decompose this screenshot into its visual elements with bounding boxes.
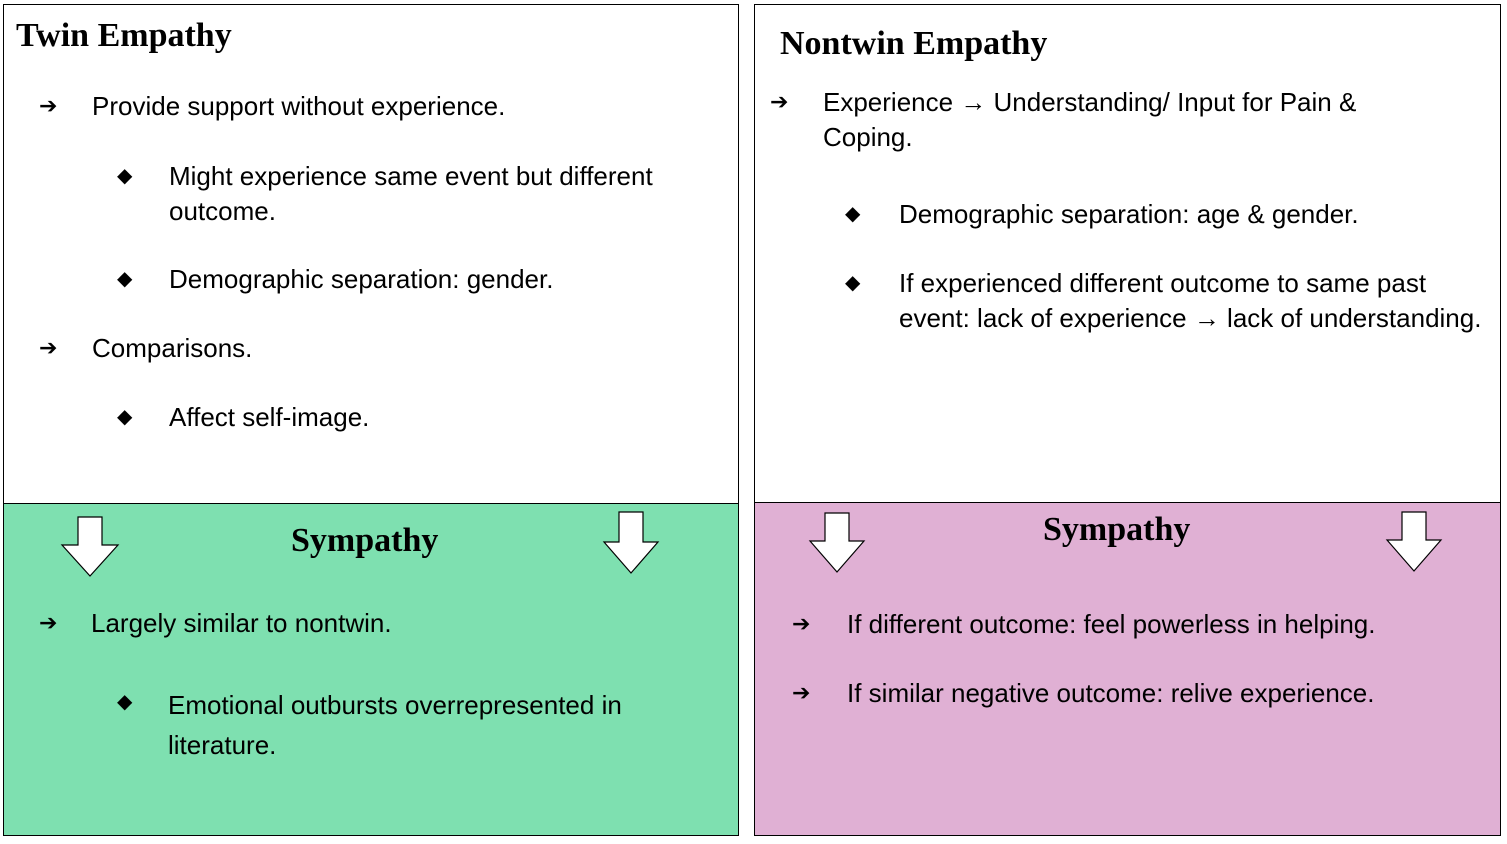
twin-sympathy-title: Sympathy [291,522,439,559]
twin-empathy-item-comparisons: Comparisons. [92,333,253,363]
diamond-bullet-icon: ◆ [117,691,133,713]
arrow-bullet-icon: ➔ [39,610,58,635]
down-arrow-icon [808,512,866,573]
twin-sympathy-item-outbursts: Emotional outbursts overrepresented in l… [168,690,622,760]
diamond-bullet-icon: ◆ [845,272,861,294]
twin-empathy-item-self-image: Affect self-image. [169,402,370,432]
diamond-bullet-icon: ◆ [117,165,133,187]
arrow-bullet-icon: ➔ [792,611,811,636]
twin-empathy-box: Twin Empathy ➔ Provide support without e… [3,4,739,504]
nontwin-empathy-box: Nontwin Empathy ➔ Experience → Understan… [754,4,1501,503]
down-arrow-icon [1385,511,1443,572]
arrow-bullet-icon: ➔ [792,680,811,705]
twin-empathy-item-support: Provide support without experience. [92,91,506,121]
twin-empathy-item-demographic: Demographic separation: gender. [169,264,554,294]
arrow-bullet-icon: ➔ [770,89,789,114]
twin-sympathy-item-similar: Largely similar to nontwin. [91,608,392,638]
twin-empathy-item-same-event: Might experience same event but differen… [169,161,653,226]
nontwin-sympathy-item-powerless: If different outcome: feel powerless in … [847,609,1376,639]
nontwin-sympathy-title: Sympathy [1043,511,1191,548]
nontwin-empathy-item-different-outcome: If experienced different outcome to same… [899,268,1482,333]
diamond-bullet-icon: ◆ [117,406,133,428]
down-arrow-icon [602,511,660,574]
down-arrow-icon [60,516,120,577]
nontwin-empathy-title: Nontwin Empathy [780,25,1048,62]
nontwin-sympathy-box: Sympathy ➔ If different outcome: feel po… [754,502,1501,836]
diamond-bullet-icon: ◆ [845,203,861,225]
nontwin-empathy-item-experience: Experience → Understanding/ Input for Pa… [823,87,1357,152]
arrow-bullet-icon: ➔ [39,335,58,360]
twin-sympathy-box: Sympathy ➔ Largely similar to nontwin. ◆… [3,503,739,836]
nontwin-sympathy-item-relive: If similar negative outcome: relive expe… [847,678,1375,708]
twin-empathy-title: Twin Empathy [16,17,232,54]
diamond-bullet-icon: ◆ [117,268,133,290]
arrow-bullet-icon: ➔ [39,93,58,118]
nontwin-empathy-item-demographic: Demographic separation: age & gender. [899,199,1359,229]
